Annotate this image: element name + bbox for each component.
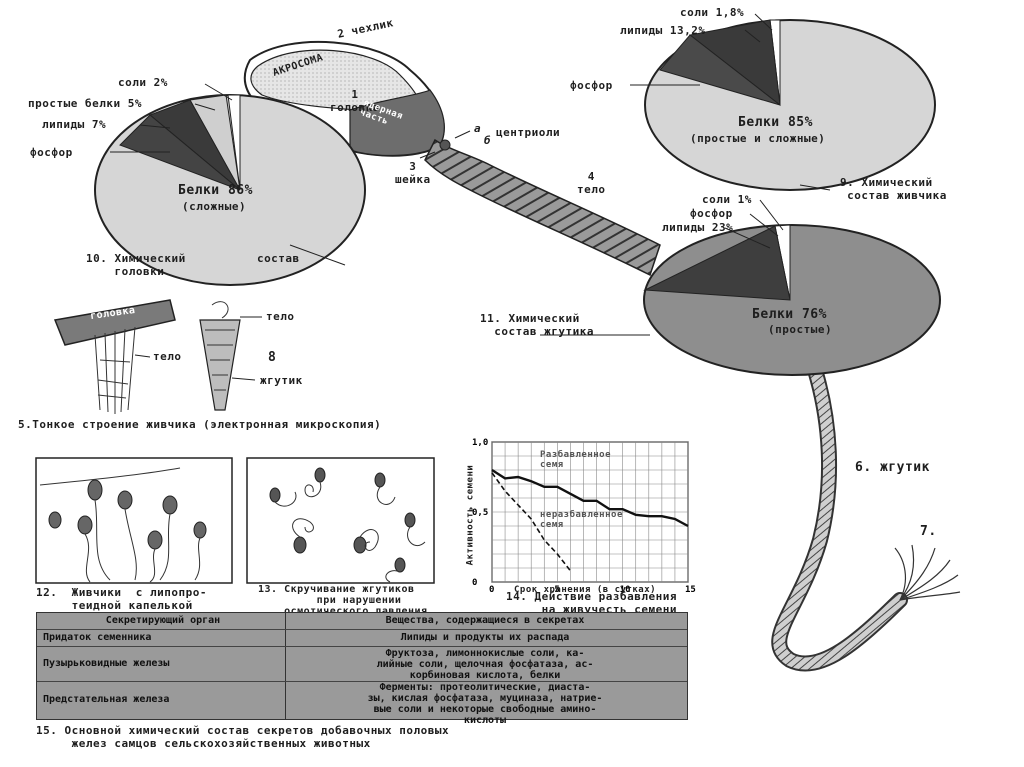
chart-series-0-label: Разбавленное семя — [540, 450, 630, 470]
pie-sperm-caption: 9. Химический состав живчика — [840, 176, 947, 202]
x-tick-label: 0 — [489, 585, 494, 595]
fine-telo1-label: тело — [266, 310, 295, 323]
pie-tail-sub: (простые) — [768, 323, 832, 336]
table-caption: 15. Основной химический состав секретов … — [36, 724, 449, 750]
pie-head-label-3: фосфор — [30, 146, 73, 159]
zhgutik-label: 6. жгутик — [855, 460, 930, 475]
table-row: Пузырьковидные железы Фруктоза, лимоннок… — [37, 647, 687, 682]
chart-xlabel: Срок хранения (в сутках) — [514, 585, 656, 595]
centriole-a-label: a — [474, 122, 481, 135]
table-header-substances: Вещества, содержащиеся в секретах — [289, 615, 681, 626]
pie-head-label-1: простые белки 5% — [28, 97, 142, 110]
centriole-b-label: б — [484, 134, 491, 147]
pie-head-main: Белки 86% — [178, 183, 253, 198]
pie-sperm-label-0: соли 1,8% — [680, 6, 744, 19]
fine-caption: 5.Тонкое строение живчика (электронная м… — [18, 418, 381, 431]
pie-sperm-label-2: фосфор — [570, 79, 613, 92]
pie-sperm-label-1: липиды 13,2% — [620, 24, 705, 37]
sperm-tail — [779, 370, 960, 664]
pie-head-caption: 10. Химический состав головки — [86, 252, 300, 278]
chart-ylabel: Активность семени — [465, 465, 475, 566]
pie-tail — [644, 225, 940, 375]
pie-tail-label-2: липиды 23% — [662, 221, 733, 234]
pie-head-label-2: липиды 7% — [42, 118, 106, 131]
fine-telo2-label: тело — [153, 350, 182, 363]
centrioli-label: центриоли — [496, 126, 560, 139]
fine-zhgutik-label: жгутик — [260, 374, 303, 387]
sperm-body — [425, 140, 660, 275]
fine-n8-label: 8 — [268, 350, 276, 365]
table-cell-substances: Липиды и продукты их распада — [289, 632, 681, 643]
pie-tail-label-0: соли 1% — [702, 193, 752, 206]
pie-sperm — [645, 20, 935, 190]
tail-end-fibers — [895, 545, 960, 600]
table-cell-organ: Предстательная железа — [43, 694, 283, 705]
pie-head-sub: (сложные) — [182, 200, 246, 213]
fig12-caption: 12. Живчики с липопро- теидной капелькой — [36, 586, 207, 612]
secretion-table: Секретирующий орган Вещества, содержащие… — [36, 612, 688, 720]
pie-tail-main: Белки 76% — [752, 307, 827, 322]
pie-tail-label-1: фосфор — [690, 207, 733, 220]
pie-sperm-sub: (простые и сложные) — [690, 132, 825, 145]
table-cell-organ: Пузырьковидные железы — [43, 658, 283, 669]
table-row: Придаток семенника Липиды и продукты их … — [37, 630, 687, 647]
telo-label: 4 тело — [577, 170, 606, 196]
chart-series-1-label: неразбавленное семя — [540, 510, 630, 530]
fig13-image — [247, 458, 434, 583]
table-cell-substances: Ферменты: протеолитические, диаста- зы, … — [289, 682, 681, 726]
pie-sperm-main: Белки 85% — [738, 115, 813, 130]
n7-label: 7. — [920, 524, 937, 539]
y-tick-label: 1,0 — [472, 438, 488, 448]
fig12-image — [36, 458, 232, 583]
sheyka-label: 3 шейка — [395, 160, 431, 186]
table-cell-organ: Придаток семенника — [43, 632, 283, 643]
pie-tail-caption: 11. Химический состав жгутика — [480, 312, 594, 338]
table-header-row: Секретирующий орган Вещества, содержащие… — [37, 613, 687, 630]
table-cell-substances: Фруктоза, лимоннокислые соли, ка- лийные… — [289, 648, 681, 681]
pie-head-label-0: соли 2% — [118, 76, 168, 89]
table-header-organ: Секретирующий орган — [43, 615, 283, 626]
x-tick-label: 15 — [685, 585, 696, 595]
y-tick-label: 0 — [472, 578, 477, 588]
table-row: Предстательная железа Ферменты: протеоли… — [37, 682, 687, 718]
